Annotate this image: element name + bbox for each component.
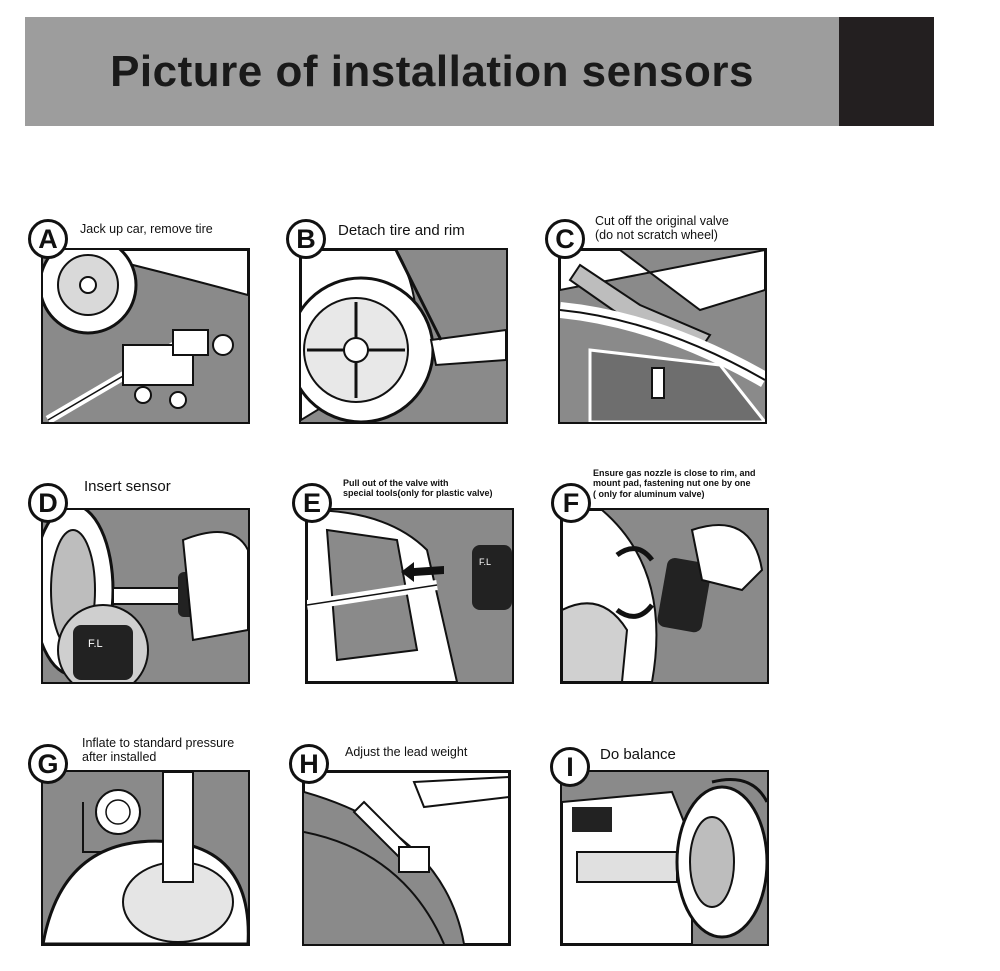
- step-i-illustration: [560, 770, 769, 946]
- step-b-badge: B: [286, 219, 326, 259]
- step-d-caption: Insert sensor: [84, 478, 171, 495]
- step-c-illustration: [558, 248, 767, 424]
- step-h-illustration: [302, 770, 511, 946]
- step-g-badge: G: [28, 744, 68, 784]
- page-title: Picture of installation sensors: [110, 47, 754, 96]
- step-g-caption: Inflate to standard pressure after insta…: [82, 736, 235, 765]
- step-b-caption: Detach tire and rim: [338, 222, 465, 239]
- step-h-caption: Adjust the lead weight: [345, 745, 468, 759]
- step-e-badge: E: [292, 483, 332, 523]
- step-b-illustration: [299, 248, 508, 424]
- step-f-illustration: [560, 508, 769, 684]
- step-g-illustration: [41, 770, 250, 946]
- title-banner-accent: [839, 17, 934, 126]
- step-c-badge: C: [545, 219, 585, 259]
- step-a-caption: Jack up car, remove tire: [80, 222, 213, 236]
- step-c-caption: Cut off the original valve (do not scrat…: [595, 214, 729, 243]
- step-h-badge: H: [289, 744, 329, 784]
- sensor-label: F.L: [479, 557, 491, 567]
- step-a-illustration: [41, 248, 250, 424]
- step-e-caption: Pull out of the valve with special tools…: [343, 478, 493, 499]
- step-i-badge: I: [550, 747, 590, 787]
- step-d-illustration: F.L: [41, 508, 250, 684]
- step-i-caption: Do balance: [600, 746, 676, 763]
- step-f-caption: Ensure gas nozzle is close to rim, and m…: [593, 468, 756, 499]
- step-a-badge: A: [28, 219, 68, 259]
- sensor-label: F.L: [88, 638, 103, 650]
- title-banner: Picture of installation sensors: [25, 17, 839, 126]
- step-f-badge: F: [551, 483, 591, 523]
- step-e-illustration: F.L: [305, 508, 514, 684]
- step-d-badge: D: [28, 483, 68, 523]
